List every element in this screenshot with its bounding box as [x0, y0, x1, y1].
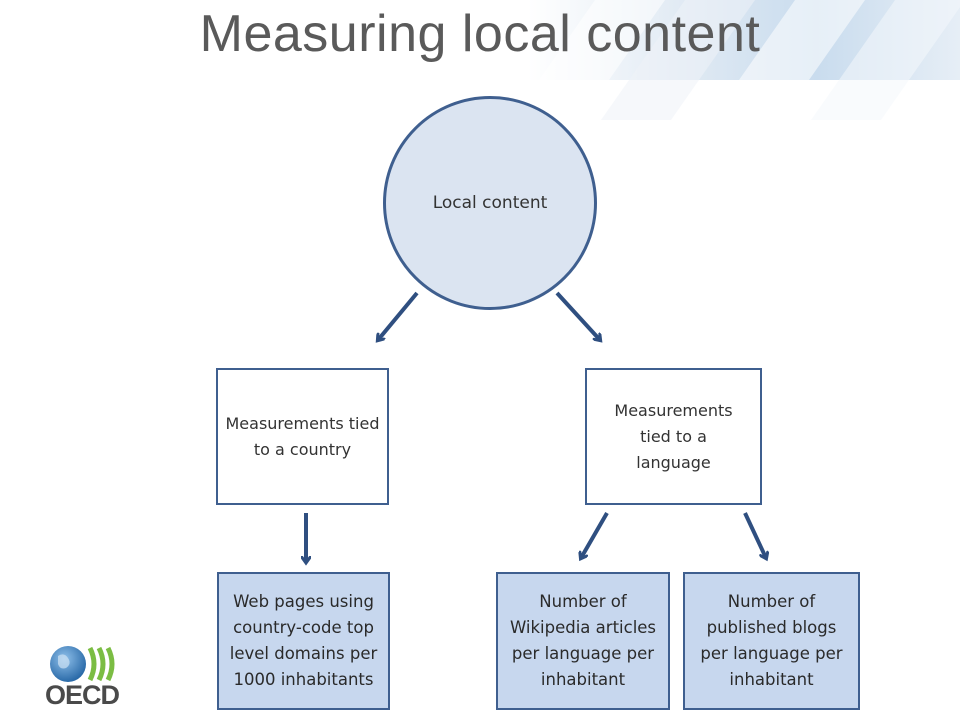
oecd-globe-logo-icon — [50, 646, 115, 682]
page-title: Measuring local content — [199, 5, 761, 63]
root-node-local-content: Local content — [383, 96, 597, 310]
branch-node-label: Measurements tied to a language — [614, 400, 733, 472]
arrow-root-to-country — [378, 291, 419, 340]
branch-node-language: Measurements tied to a language — [585, 368, 762, 505]
arrow-language-to-blogs — [743, 512, 766, 558]
leaf-node-label: Number of published blogs per language p… — [700, 592, 843, 689]
leaf-node-wikipedia: Number of Wikipedia articles per languag… — [496, 572, 670, 710]
leaf-node-webpages: Web pages using country-code top level d… — [217, 572, 390, 710]
branch-node-label: Measurements tied to a country — [225, 413, 380, 459]
arrow-root-to-language — [555, 291, 600, 340]
root-node-label: Local content — [432, 193, 548, 213]
oecd-logo-text: OECD — [45, 680, 120, 710]
leaf-node-label: Web pages using country-code top level d… — [229, 592, 378, 689]
header-band — [0, 0, 960, 120]
leaf-node-label: Number of Wikipedia articles per languag… — [509, 592, 657, 689]
leaf-node-blogs: Number of published blogs per language p… — [683, 572, 860, 710]
arrow-language-to-wikipedia — [581, 511, 609, 558]
branch-node-country: Measurements tied to a country — [216, 368, 389, 505]
